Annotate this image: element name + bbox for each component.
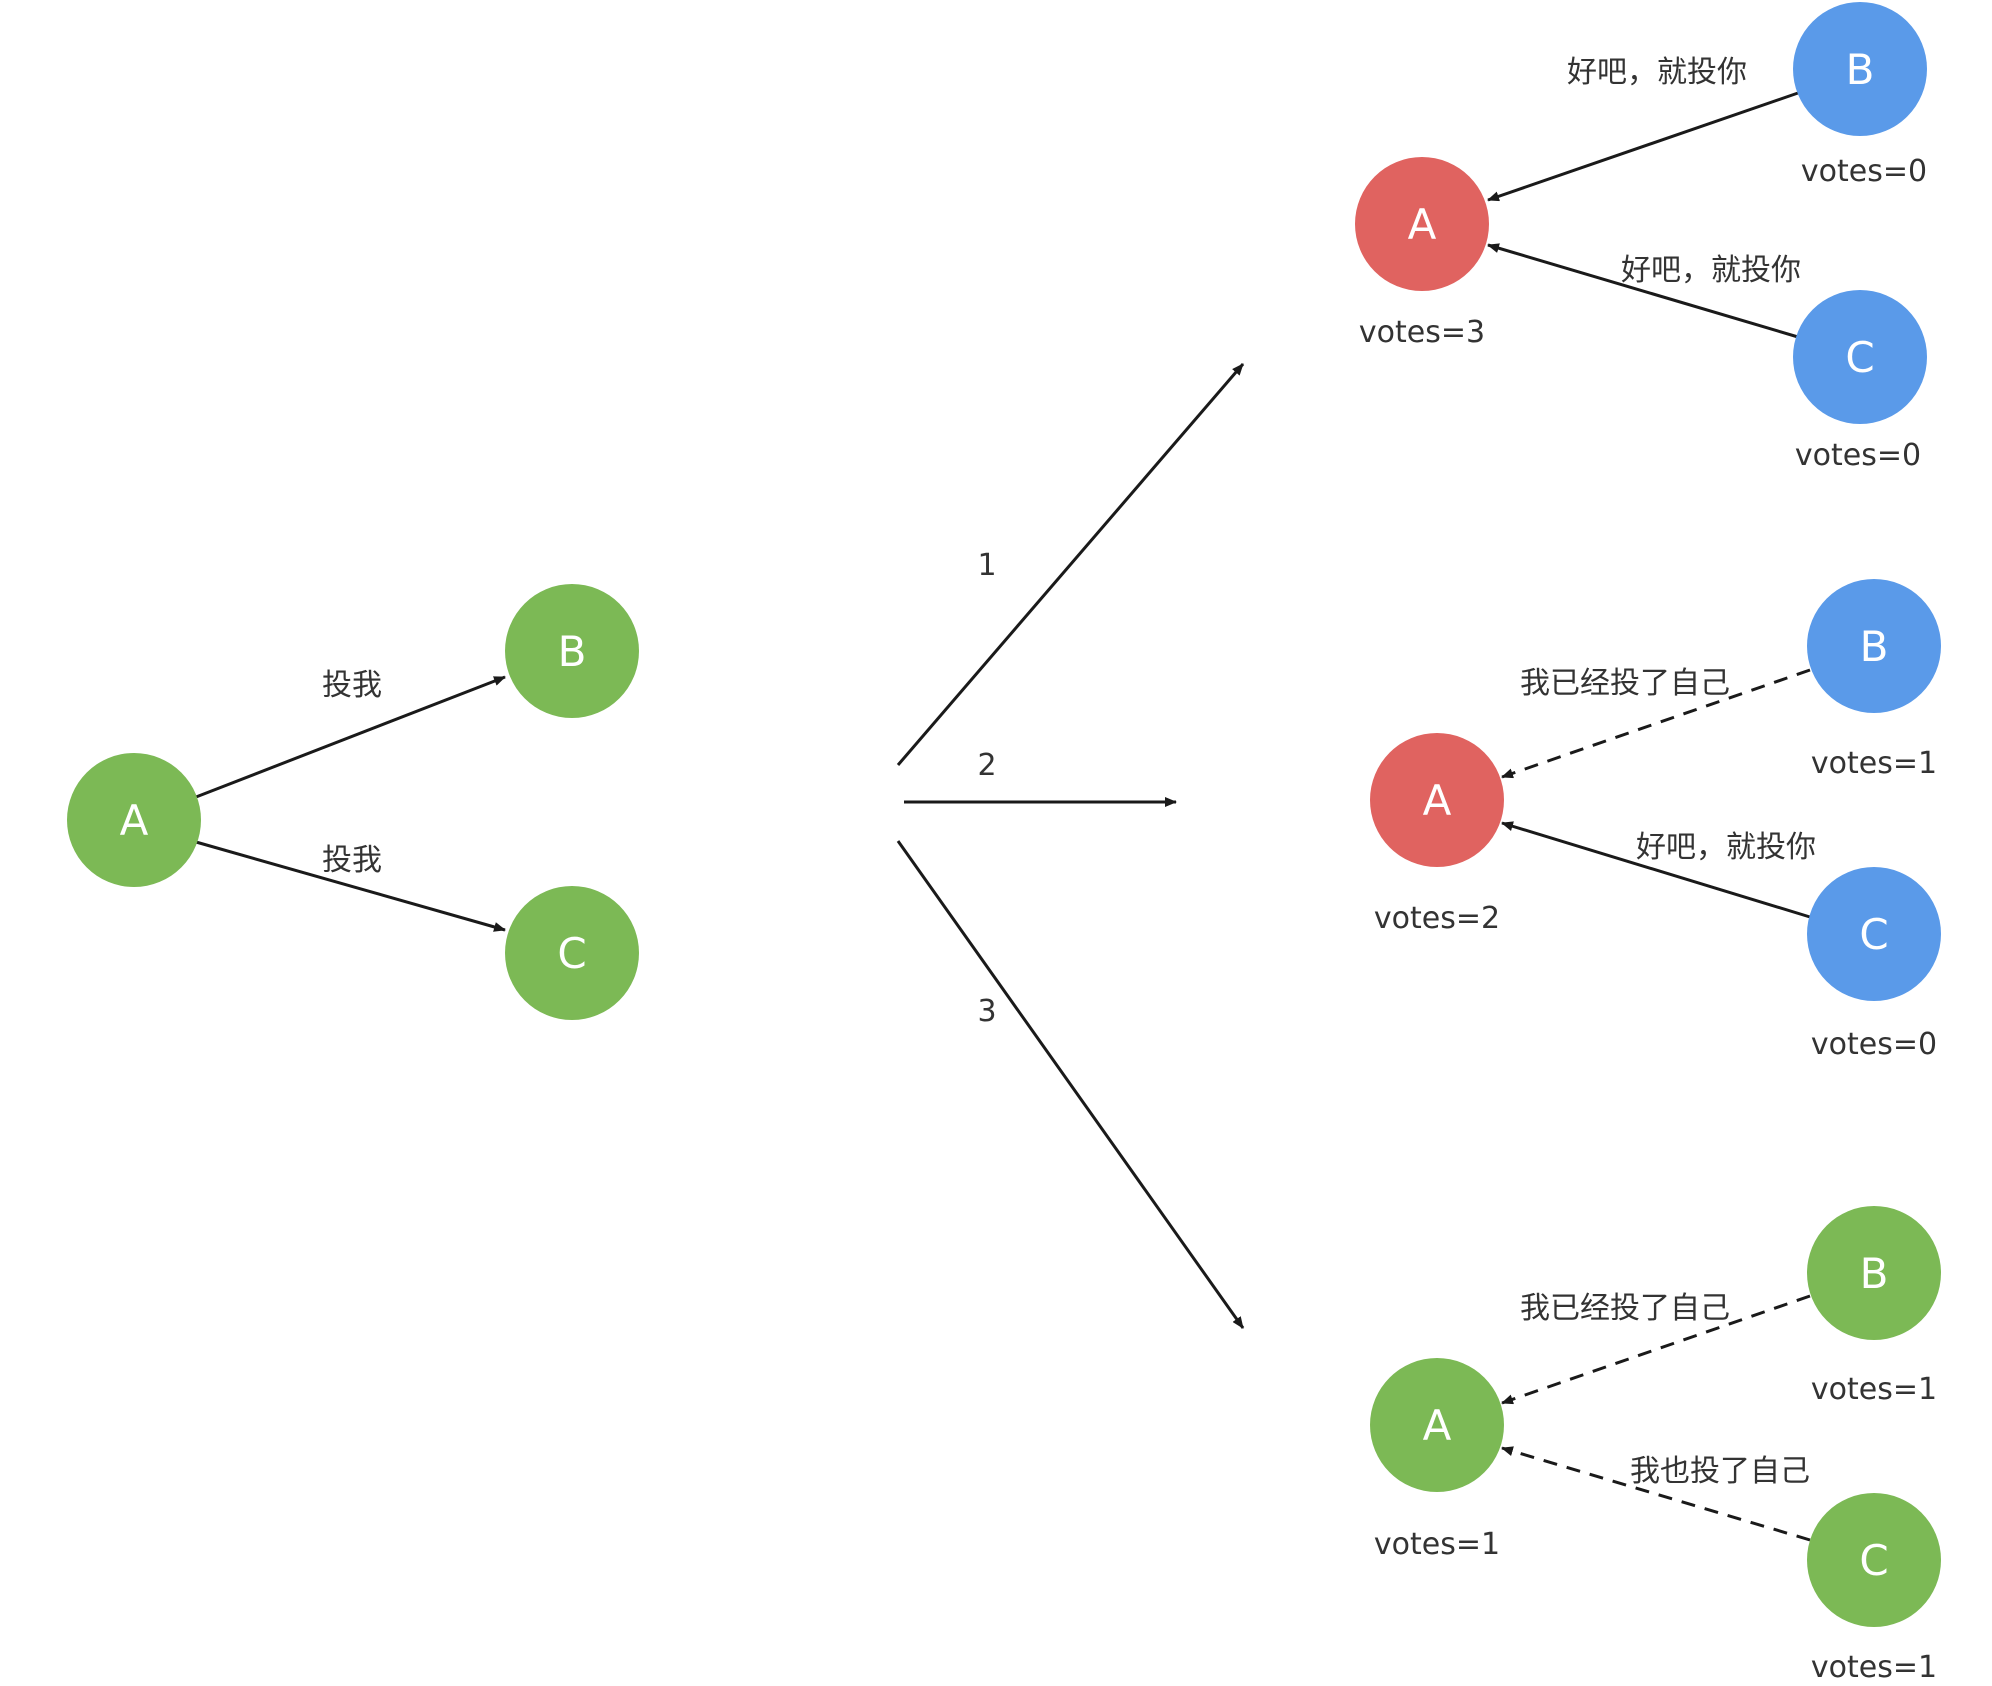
edge-initial-a-to-b: [195, 675, 506, 799]
vote-count-s1-b: votes=0: [1801, 154, 1927, 189]
vote-count-s1-a: votes=3: [1359, 315, 1485, 350]
vote-count-s2-c: votes=0: [1811, 1027, 1937, 1062]
node-initial-c: [505, 886, 639, 1020]
edge-s3-b-to-a: [1501, 1294, 1811, 1405]
scenario-3: 我已经投了自己 我也投了自己 A votes=1 B votes=1 C vot…: [1370, 1206, 1941, 1685]
edge-label-initial-a-to-b: 投我: [322, 668, 382, 703]
scenario-1: 好吧，就投你 好吧，就投你 A votes=3 B votes=0 C vote…: [1355, 2, 1927, 473]
vote-count-s3-b: votes=1: [1811, 1372, 1937, 1407]
edge-s2-b-to-a: [1501, 668, 1811, 779]
node-s3-c-letter: C: [1859, 1536, 1888, 1585]
vote-count-s2-b: votes=1: [1811, 746, 1937, 781]
node-s2-a-letter: A: [1423, 776, 1452, 825]
node-initial-a: [67, 753, 201, 887]
node-s2-c: [1807, 867, 1941, 1001]
node-s2-b: [1807, 579, 1941, 713]
edge-s1-c-to-a: [1487, 243, 1799, 339]
edge-label-s2-c-to-a: 好吧，就投你: [1636, 830, 1816, 865]
node-s1-c-letter: C: [1845, 333, 1874, 382]
node-s1-a: [1355, 157, 1489, 291]
node-s1-b: [1793, 2, 1927, 136]
node-s2-a: [1370, 733, 1504, 867]
branch-label-2: 2: [977, 748, 996, 783]
vote-count-s2-a: votes=2: [1374, 901, 1500, 936]
node-initial-a-letter: A: [120, 796, 149, 845]
node-s2-c-letter: C: [1859, 910, 1888, 959]
vote-count-s3-c: votes=1: [1811, 1650, 1937, 1685]
node-s3-a-letter: A: [1423, 1401, 1452, 1450]
initial-state: 投我 投我 A B C: [67, 584, 639, 1020]
vote-count-s1-c: votes=0: [1795, 438, 1921, 473]
edge-s1-b-to-a: [1487, 91, 1799, 202]
branch-label-1: 1: [977, 548, 996, 583]
edge-label-s3-c-to-a: 我也投了自己: [1630, 1454, 1810, 1489]
edge-label-s1-c-to-a: 好吧，就投你: [1621, 253, 1801, 288]
vote-count-s3-a: votes=1: [1374, 1527, 1500, 1562]
edge-s3-c-to-a: [1501, 1446, 1811, 1542]
node-s3-a: [1370, 1358, 1504, 1492]
edge-label-initial-a-to-c: 投我: [322, 843, 382, 878]
node-s3-b: [1807, 1206, 1941, 1340]
branch-arrow-1: [896, 363, 1245, 766]
node-initial-b: [505, 584, 639, 718]
node-s3-b-letter: B: [1860, 1249, 1889, 1298]
node-s1-b-letter: B: [1846, 45, 1875, 94]
edge-label-s2-b-to-a: 我已经投了自己: [1520, 666, 1730, 701]
node-initial-b-letter: B: [558, 627, 587, 676]
node-s1-c: [1793, 290, 1927, 424]
node-s1-a-letter: A: [1408, 200, 1437, 249]
branch-label-3: 3: [977, 994, 996, 1029]
edge-label-s1-b-to-a: 好吧，就投你: [1567, 55, 1747, 90]
edge-label-s3-b-to-a: 我已经投了自己: [1520, 1291, 1730, 1326]
scenario-2: 我已经投了自己 好吧，就投你 A votes=2 B votes=1 C vot…: [1370, 579, 1941, 1062]
node-initial-c-letter: C: [557, 929, 586, 978]
branch-arrow-3: [896, 840, 1245, 1329]
node-s3-c: [1807, 1493, 1941, 1627]
branch-arrows: 1 2 3: [896, 363, 1245, 1329]
edge-s2-c-to-a: [1501, 821, 1811, 919]
node-s2-b-letter: B: [1860, 622, 1889, 671]
edge-initial-a-to-c: [195, 840, 506, 932]
